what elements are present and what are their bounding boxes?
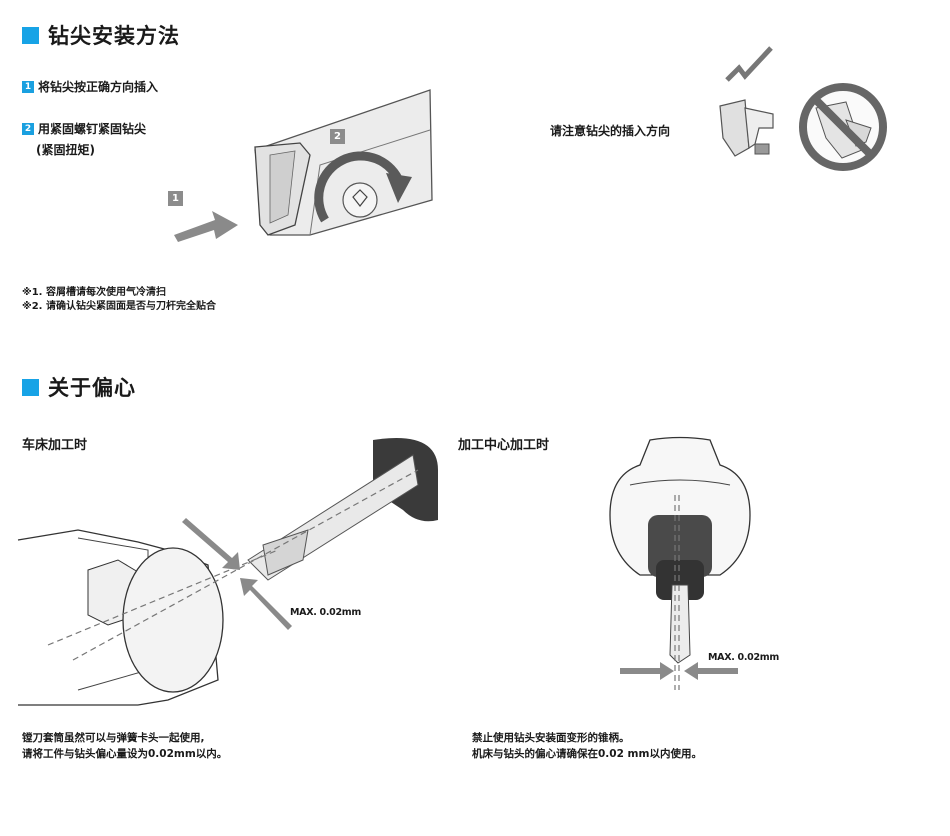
direction-note: 请注意钻尖的插入方向: [550, 124, 671, 138]
mc-caption: 禁止使用钻头安装面变形的锥柄。 机床与钻头的偏心请确保在0.02 mm以内使用。: [472, 730, 702, 762]
title-square-icon: [22, 26, 39, 44]
eccentric-section-title: 关于偏心: [22, 372, 136, 402]
step-2-number: 2: [22, 122, 34, 135]
note-1: ※1. 容屑槽请每次使用气冷清扫: [22, 287, 166, 298]
badge-2: 2: [330, 129, 345, 144]
lathe-max-label: MAX. 0.02mm: [290, 607, 361, 618]
step-1-label: 将钻尖按正确方向插入: [38, 80, 159, 94]
lathe-caption: 镗刀套筒虽然可以与弹簧卡头一起使用, 请将工件与钻头偏心量设为0.02mm以内。: [22, 730, 227, 762]
badge-1: 1: [168, 191, 183, 206]
mc-caption-line-2: 机床与钻头的偏心请确保在0.02 mm以内使用。: [472, 748, 702, 760]
eccentric-title-text: 关于偏心: [48, 376, 136, 400]
drill-insert-illustration: [174, 89, 433, 242]
lathe-caption-line-2: 请将工件与钻头偏心量设为0.02mm以内。: [22, 748, 228, 760]
check-icon: [725, 46, 773, 82]
install-section-title: 钻尖安装方法: [22, 20, 180, 50]
step-1: 1 将钻尖按正确方向插入: [22, 78, 158, 95]
correct-direction-illustration: [719, 46, 774, 157]
install-title-text: 钻尖安装方法: [48, 24, 180, 48]
note-2: ※2. 请确认钻尖紧固面是否与刀杆完全贴合: [22, 301, 216, 312]
mc-title: 加工中心加工时: [458, 438, 550, 453]
wrong-direction-illustration: [799, 83, 887, 171]
step-1-number: 1: [22, 80, 34, 93]
mc-max-label: MAX. 0.02mm: [708, 652, 779, 663]
step-2-label: 用紧固螺钉紧固钻尖: [38, 122, 147, 136]
lathe-caption-line-1: 镗刀套筒虽然可以与弹簧卡头一起使用,: [22, 732, 205, 744]
mc-caption-line-1: 禁止使用钻头安装面变形的锥柄。: [472, 732, 630, 744]
lathe-illustration: [17, 438, 438, 706]
torque-note: (紧固扭矩): [36, 143, 95, 157]
lathe-title: 车床加工时: [22, 438, 88, 453]
mc-illustration: [609, 436, 751, 690]
step-2: 2 用紧固螺钉紧固钻尖: [22, 120, 146, 137]
title-square-icon: [22, 378, 39, 396]
